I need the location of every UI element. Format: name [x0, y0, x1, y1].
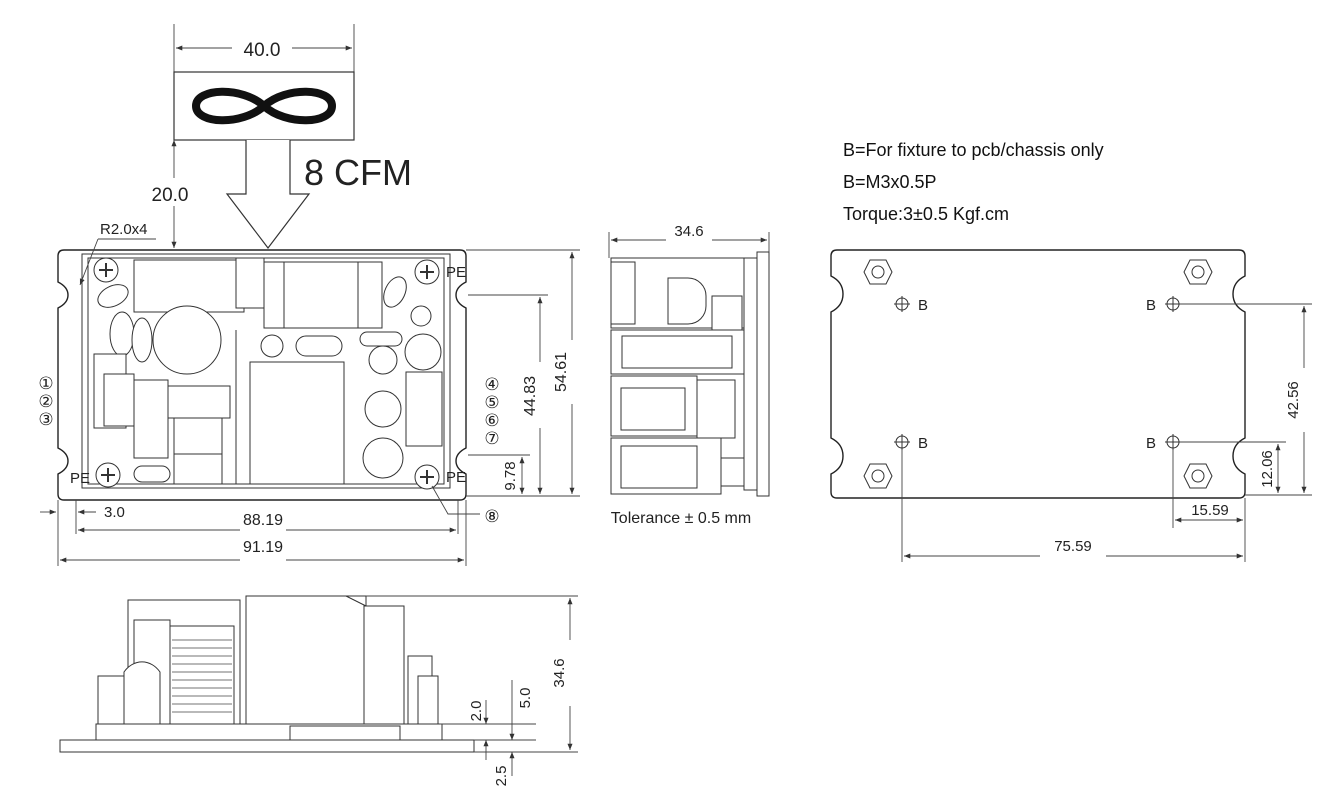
hole-label-bottom-right: B	[1146, 435, 1156, 452]
pin-6-label: ⑥	[484, 411, 499, 430]
fan-distance-label: 20.0	[152, 185, 189, 206]
standoff-top-left	[863, 259, 893, 285]
hole-label-top-right: B	[1146, 297, 1156, 314]
side-depth-dim-label: 34.6	[674, 223, 703, 240]
pe-label-bottom-left: PE	[70, 470, 90, 487]
side-view: 34.6 Tolerance ± 0.5 mm	[608, 223, 770, 527]
standoff-bottom-right	[1183, 463, 1213, 489]
hole-height-dim-label: 44.83	[522, 376, 539, 416]
hole-label-top-left: B	[918, 297, 928, 314]
corner-radius-label: R2.0x4	[100, 221, 148, 238]
overall-height-dim-label: 54.61	[553, 352, 570, 392]
pin-7-label: ⑦	[484, 429, 499, 448]
screw-bottom-left	[95, 462, 121, 488]
bottom-plate	[830, 249, 1246, 499]
note-fixture: B=For fixture to pcb/chassis only	[843, 140, 1104, 160]
pin-8-label: ⑧	[484, 507, 499, 526]
pin-5-label: ⑤	[484, 393, 499, 412]
overall-length-dim-label: 91.19	[243, 539, 283, 556]
bottom-offset-dim-label: 9.78	[502, 461, 519, 490]
plate-bottom-offset-dim-label: 12.06	[1259, 450, 1276, 488]
profile-height-dim-label: 34.6	[551, 658, 568, 687]
pe-label-top-right: PE	[446, 264, 466, 281]
pin-3-label: ③	[38, 410, 53, 429]
pin-1-label: ①	[38, 374, 53, 393]
pin-2-label: ②	[38, 392, 53, 411]
front-view: PE PE PE R2.0x4 ① ② ③ ④ ⑤ ⑥ ⑦ ⑧ 3.0 88.1…	[38, 221, 580, 566]
tolerance-label: Tolerance ± 0.5 mm	[611, 510, 751, 527]
fan-width-label: 40.0	[244, 40, 281, 61]
note-torque: Torque:3±0.5 Kgf.cm	[843, 204, 1009, 224]
plate-right-offset-dim-label: 15.59	[1191, 502, 1229, 519]
hole-b-top-left	[894, 296, 910, 312]
hole-b-bottom-right	[1165, 434, 1181, 450]
airflow-arrow	[225, 140, 311, 249]
pin-4-label: ④	[484, 375, 499, 394]
pe-label-bottom-right: PE	[446, 469, 466, 486]
plate-height-dim-label: 42.56	[1285, 381, 1302, 419]
screw-top-left	[93, 257, 119, 283]
note-thread: B=M3x0.5P	[843, 172, 937, 192]
offset-dim-label: 3.0	[104, 504, 125, 521]
mounting-notes: B=For fixture to pcb/chassis only B=M3x0…	[843, 134, 1104, 230]
hole-b-bottom-left	[894, 434, 910, 450]
screw-top-right	[414, 259, 440, 285]
bottom-plate-view: B B B B 42.56 12.06 15.59 75.59	[830, 249, 1312, 562]
standoff-top-right	[1183, 259, 1213, 285]
front-plate	[57, 249, 467, 501]
fan-group: 40.0 8 CFM 20.0	[152, 24, 412, 249]
hole-span-dim-label: 88.19	[243, 512, 283, 529]
pin-length-dim-label: 5.0	[517, 688, 534, 709]
airflow-label: 8 CFM	[304, 152, 412, 193]
infinity-icon	[191, 87, 337, 125]
screw-bottom-right	[414, 464, 440, 490]
plate-gap-dim-label: 2.5	[493, 766, 510, 787]
pcb-gap-dim-label: 2.0	[468, 701, 485, 722]
standoff-bottom-left	[863, 463, 893, 489]
hole-b-top-right	[1165, 296, 1181, 312]
plate-hole-span-dim-label: 75.59	[1054, 538, 1092, 555]
hole-label-bottom-left: B	[918, 435, 928, 452]
profile-view: 34.6 2.0 5.0 2.5	[59, 595, 578, 787]
